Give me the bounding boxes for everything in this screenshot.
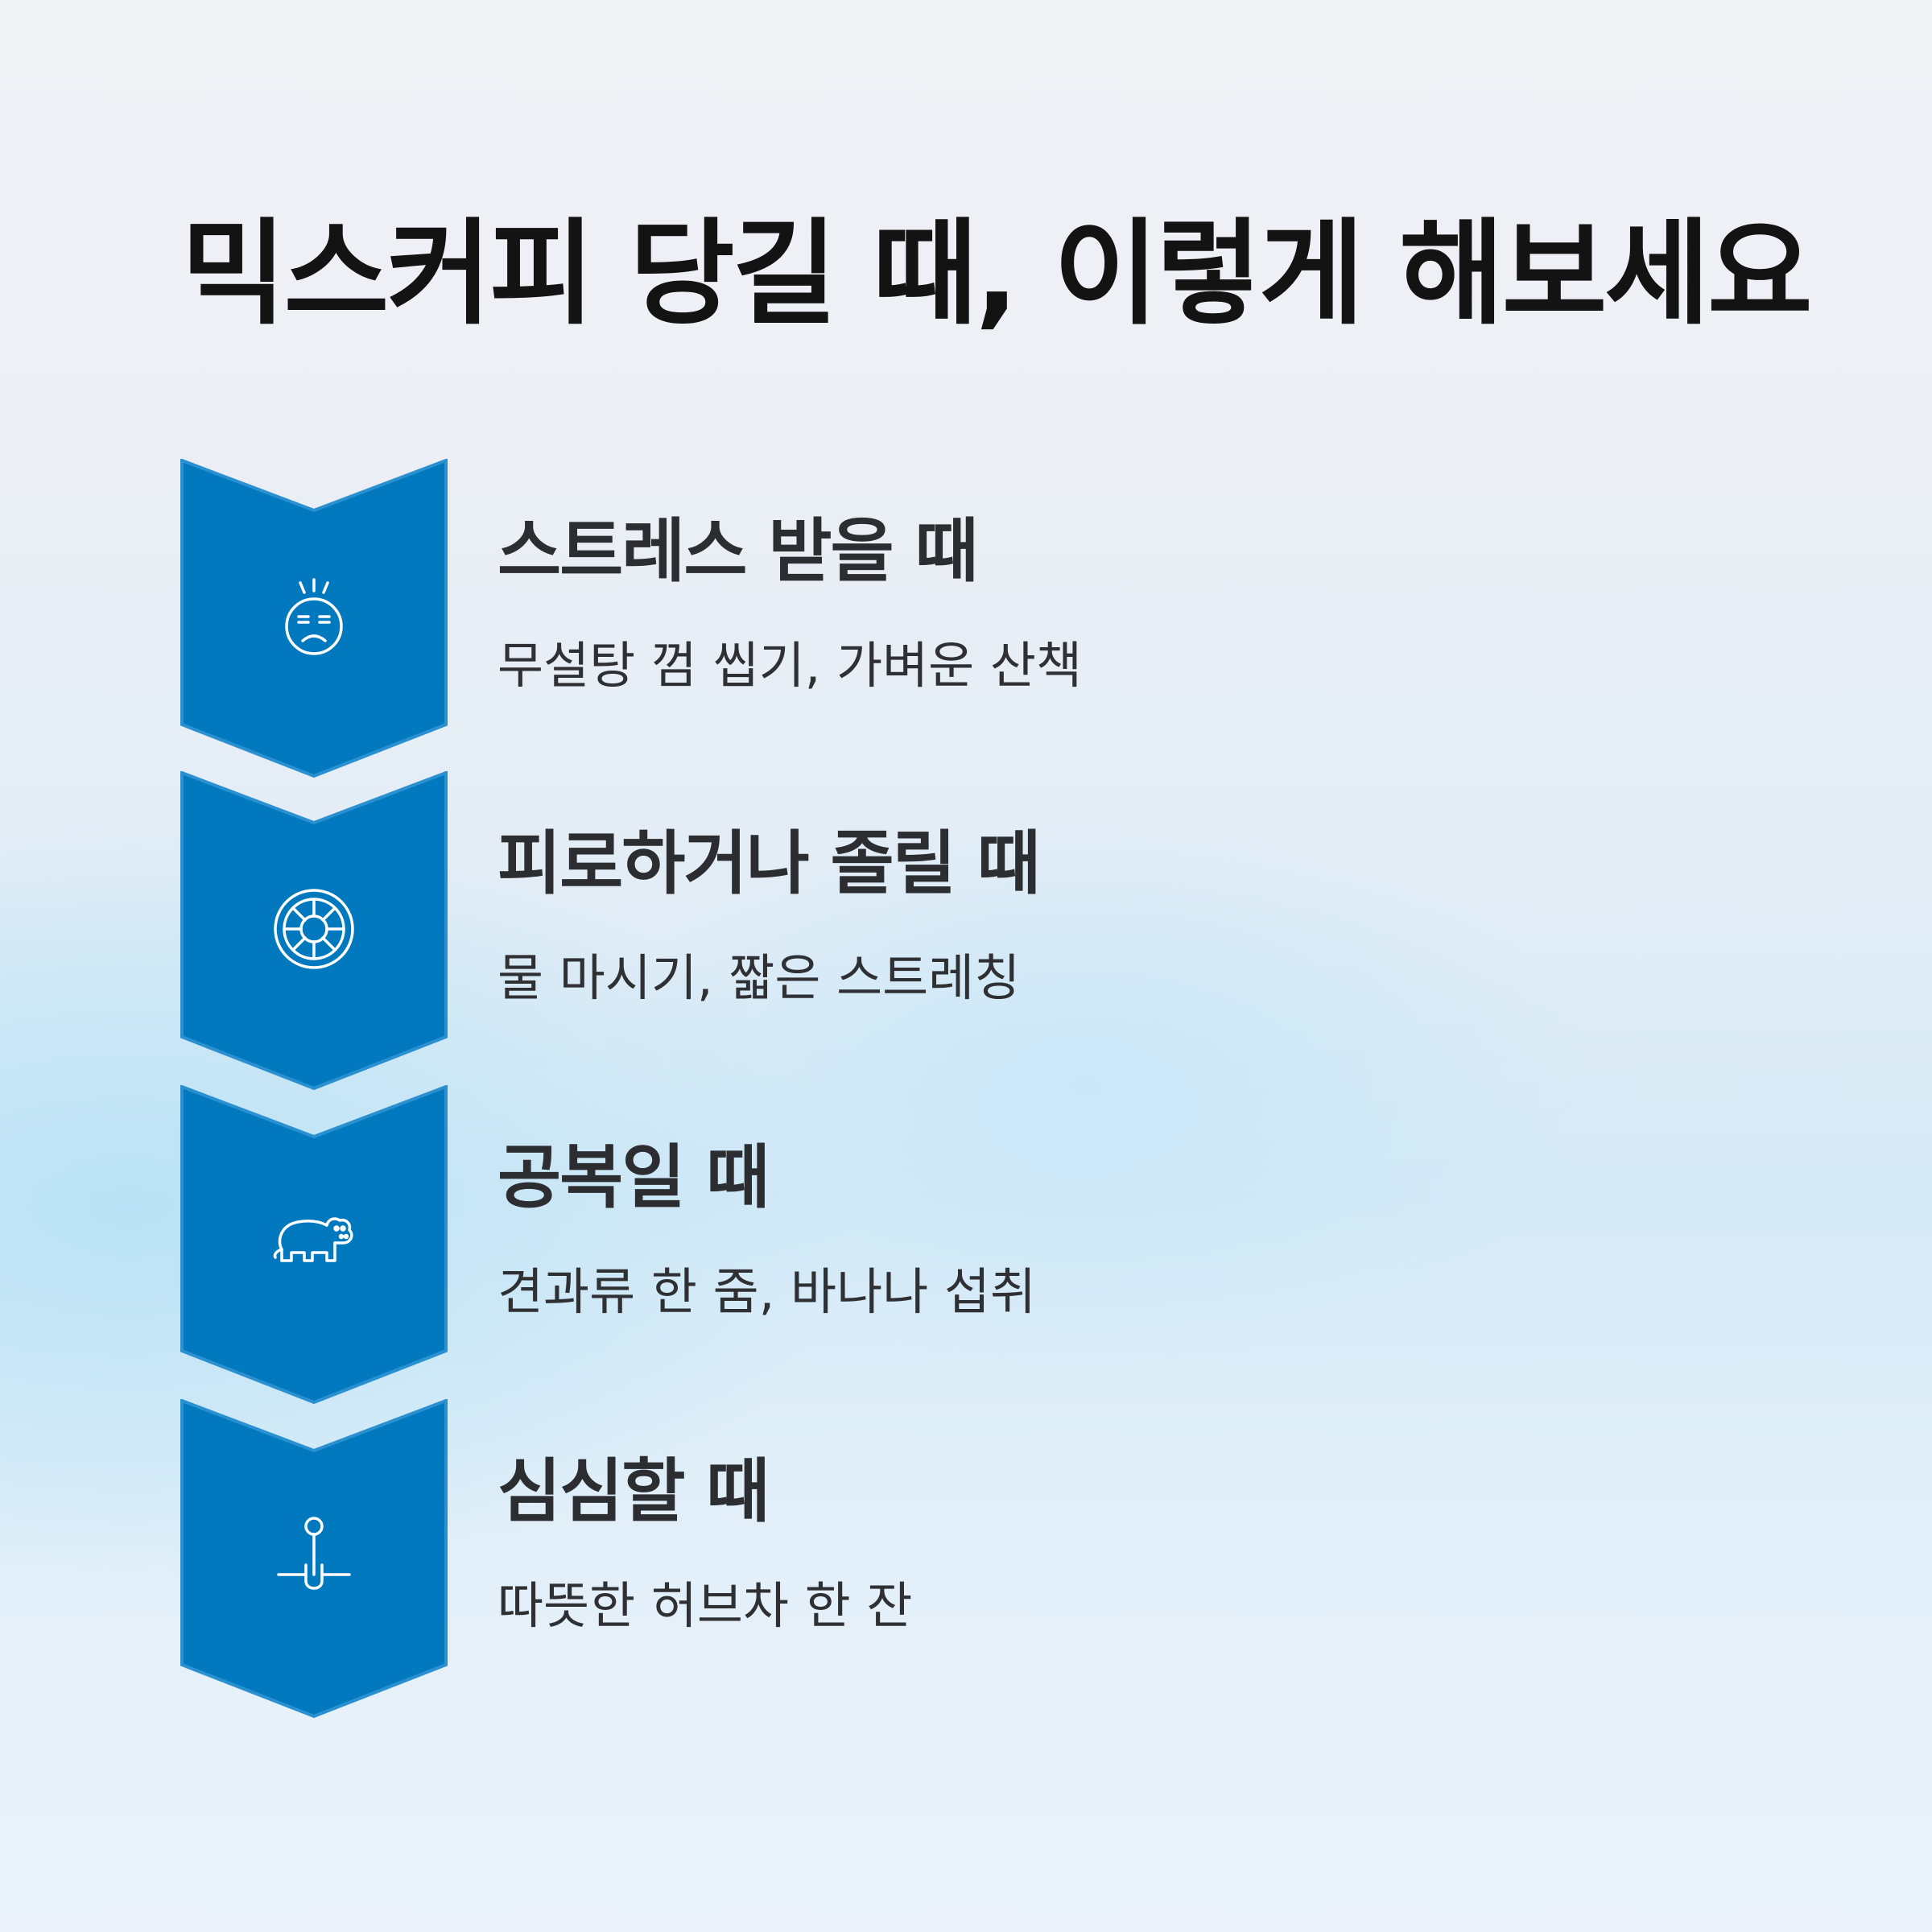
chevron-shape bbox=[180, 1085, 448, 1404]
step-title: 공복일 때 bbox=[497, 1137, 770, 1218]
step-tired: 피로하거나 졸릴 때 물 마시기, 짧은 스트레칭 bbox=[0, 771, 1932, 1093]
hippo-icon bbox=[273, 1217, 353, 1262]
step-description: 물 마시기, 짧은 스트레칭 bbox=[497, 948, 1021, 1007]
lifebuoy-icon bbox=[274, 889, 354, 969]
stressed-face-icon bbox=[285, 578, 343, 655]
step-title: 심심할 때 bbox=[497, 1451, 770, 1532]
step-title: 피로하거나 졸릴 때 bbox=[497, 824, 1041, 904]
chevron-shape bbox=[180, 771, 448, 1090]
step-bored: 심심할 때 따뜻한 허브차 한 잔 bbox=[0, 1399, 1932, 1721]
step-description: 무설탕 껌 씹기, 가벼운 산책 bbox=[497, 636, 1082, 695]
step-title: 스트레스 받을 때 bbox=[497, 511, 979, 592]
step-description: 따뜻한 허브차 한 잔 bbox=[497, 1576, 913, 1635]
chevron-shape bbox=[180, 459, 448, 778]
pin-marker-icon bbox=[277, 1517, 351, 1590]
step-description: 견과류 한 줌, 바나나 섭취 bbox=[497, 1262, 1036, 1321]
step-hungry: 공복일 때 견과류 한 줌, 바나나 섭취 bbox=[0, 1085, 1932, 1407]
page-title: 믹스커피 당길 때, 이렇게 해보세요 bbox=[181, 208, 1813, 341]
step-stress: 스트레스 받을 때 무설탕 껌 씹기, 가벼운 산책 bbox=[0, 459, 1932, 781]
